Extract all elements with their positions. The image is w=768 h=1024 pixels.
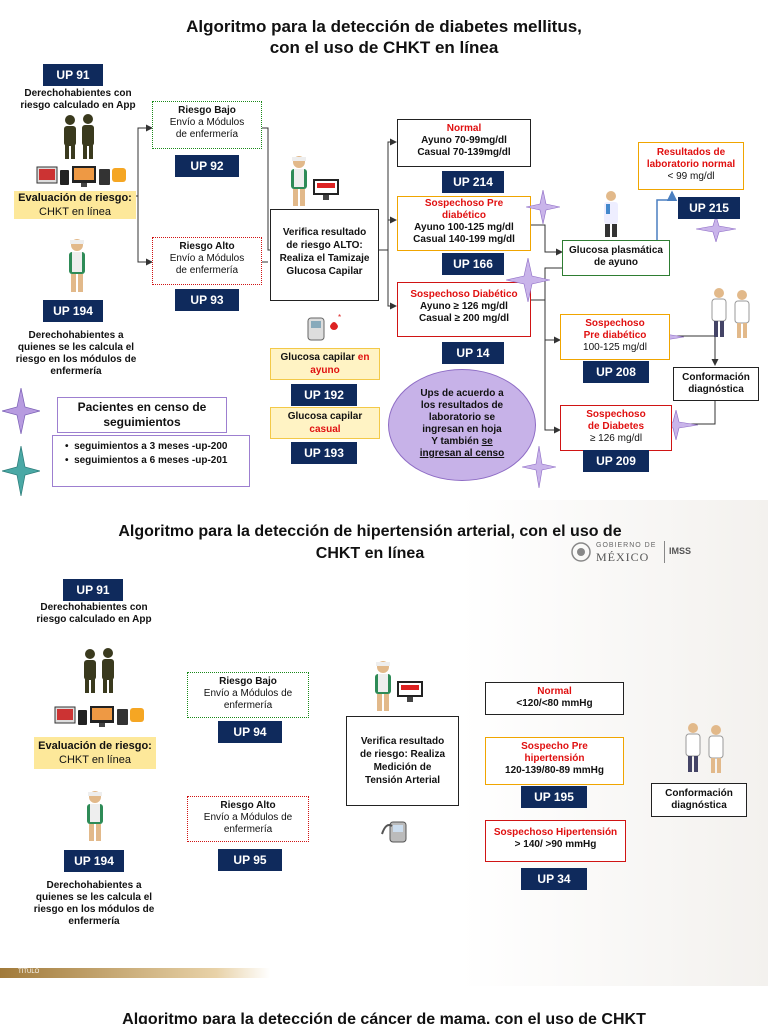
svg-text:*: * [338, 313, 341, 322]
up208-badge: UP 208 [583, 361, 649, 383]
nurse-icon [69, 239, 85, 292]
purple-star-icon [526, 190, 560, 224]
normal-ta-box: Normal<120/<80 mmHg [485, 682, 624, 715]
up94-badge: UP 94 [218, 721, 282, 743]
up214-badge: UP 214 [442, 171, 504, 193]
up91-badge: UP 91 [43, 64, 103, 86]
up194-badge: UP 194 [64, 850, 124, 872]
footer-bar: TÍTULO [0, 968, 270, 978]
sospechoso-hipertension-box: Sospechoso Hipertensión> 140/ >90 mmHg [485, 820, 626, 862]
up193-badge: UP 193 [291, 442, 357, 464]
doctors-icon [685, 723, 724, 773]
up195-badge: UP 195 [521, 786, 587, 808]
up192-badge: UP 192 [291, 384, 357, 406]
titulo-tag: TÍTULO [18, 969, 40, 975]
seguimiento-item: • seguimientos a 6 meses -up-201 [65, 455, 228, 466]
people-icon [64, 114, 94, 159]
glucometer-icon: * [307, 313, 341, 341]
purple-star-icon [506, 258, 550, 302]
purple-star-icon [2, 388, 40, 434]
up34-badge: UP 34 [521, 868, 587, 890]
up209-badge: UP 209 [583, 450, 649, 472]
computer-icon [313, 179, 339, 200]
purple-star-icon [522, 446, 556, 488]
escudo-icon [571, 542, 591, 562]
nurse-icon [375, 661, 391, 711]
up194-badge: UP 194 [43, 300, 103, 322]
blood-pressure-monitor-icon [381, 821, 407, 843]
people-icon [84, 648, 114, 693]
up14-badge: UP 14 [442, 342, 504, 364]
cancer-mama-title: Algoritmo para la detección de cáncer de… [122, 1011, 646, 1024]
nurse-icon [291, 156, 307, 206]
up92-badge: UP 92 [175, 155, 239, 177]
devices-icon [36, 166, 126, 187]
diabetes-title: Algoritmo para la detección de diabetes … [186, 17, 582, 57]
lab-technician-icon [604, 191, 618, 237]
seguimiento-item: • seguimientos a 3 meses -up-200 [65, 441, 228, 452]
hipertension-title: Algoritmo para la detección de hipertens… [118, 523, 622, 562]
teal-star-icon [2, 446, 40, 496]
purple-star-icon [696, 216, 736, 242]
up93-badge: UP 93 [175, 289, 239, 311]
seguimientos-list: • seguimientos a 3 meses -up-200 • segui… [52, 435, 250, 487]
up91-badge: UP 91 [63, 579, 123, 601]
nurse-icon [87, 791, 103, 841]
glucosa-capilar-ayuno-box: Glucosa capilar en ayuno [270, 348, 380, 380]
up95-badge: UP 95 [218, 849, 282, 871]
up215-badge: UP 215 [678, 197, 740, 219]
evaluacion-riesgo-box: Evaluación de riesgo:CHKT en línea [34, 737, 156, 769]
computer-icon [397, 681, 423, 702]
up166-badge: UP 166 [442, 253, 504, 275]
evaluacion-riesgo-box: Evaluación de riesgo:CHKT en línea [14, 191, 136, 219]
gobierno-mexico-logo: GOBIERNO DE MÉXICO IMSS [570, 541, 691, 565]
doctors-icon [711, 288, 750, 338]
devices-icon [54, 706, 144, 727]
glucosa-capilar-casual-box: Glucosa capilar casual [270, 407, 380, 439]
